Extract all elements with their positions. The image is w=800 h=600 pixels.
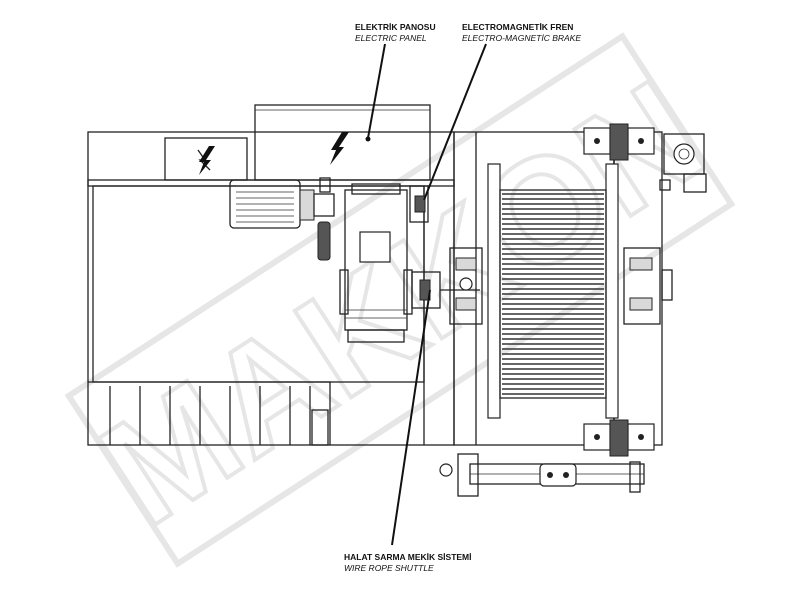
electric-panel-large — [254, 104, 431, 181]
label-electric-panel: ELEKTRİK PANOSU ELECTRIC PANEL — [355, 22, 436, 43]
electric-symbol-icon — [330, 132, 349, 165]
leader-lines — [367, 43, 487, 546]
label-electric-panel-en: ELECTRIC PANEL — [355, 33, 427, 43]
label-wire-rope-shuttle-en: WIRE ROPE SHUTTLE — [344, 563, 434, 573]
leader-wire-rope-shuttle — [391, 289, 431, 546]
label-electromagnetic-brake-tr: ELECTROMAGNETİK FREN — [462, 22, 573, 32]
leader-electric-panel — [367, 43, 386, 139]
mount-bracket-bottom — [583, 419, 655, 457]
label-electromagnetic-brake: ELECTROMAGNETİK FREN ELECTRO-MAGNETİC BR… — [462, 22, 581, 43]
drum-bearing-right — [623, 247, 661, 325]
label-wire-rope-shuttle: HALAT SARMA MEKİK SİSTEMİ WIRE ROPE SHUT… — [344, 552, 472, 573]
label-electromagnetic-brake-en: ELECTRO-MAGNETİC BRAKE — [462, 33, 581, 43]
label-electric-panel-tr: ELEKTRİK PANOSU — [355, 22, 436, 32]
rope-drum — [487, 163, 619, 419]
label-wire-rope-shuttle-tr: HALAT SARMA MEKİK SİSTEMİ — [344, 552, 472, 562]
electromagnetic-brake — [409, 185, 429, 223]
shaft-coupling — [411, 271, 480, 309]
base-frame-ribs — [109, 386, 329, 446]
base-frame-step — [88, 381, 331, 445]
base-frame — [87, 131, 455, 446]
electric-symbol-icon — [199, 146, 215, 175]
rope-windings — [502, 193, 604, 395]
shuttle-rail — [439, 453, 645, 497]
gearbox — [339, 183, 413, 343]
leader-electromagnetic-brake — [423, 43, 487, 201]
electric-motor — [229, 177, 335, 261]
limit-switch — [659, 133, 707, 193]
electric-panel-small — [164, 137, 248, 181]
mount-bracket-top — [583, 123, 655, 161]
drum-bearing-left — [449, 247, 483, 325]
